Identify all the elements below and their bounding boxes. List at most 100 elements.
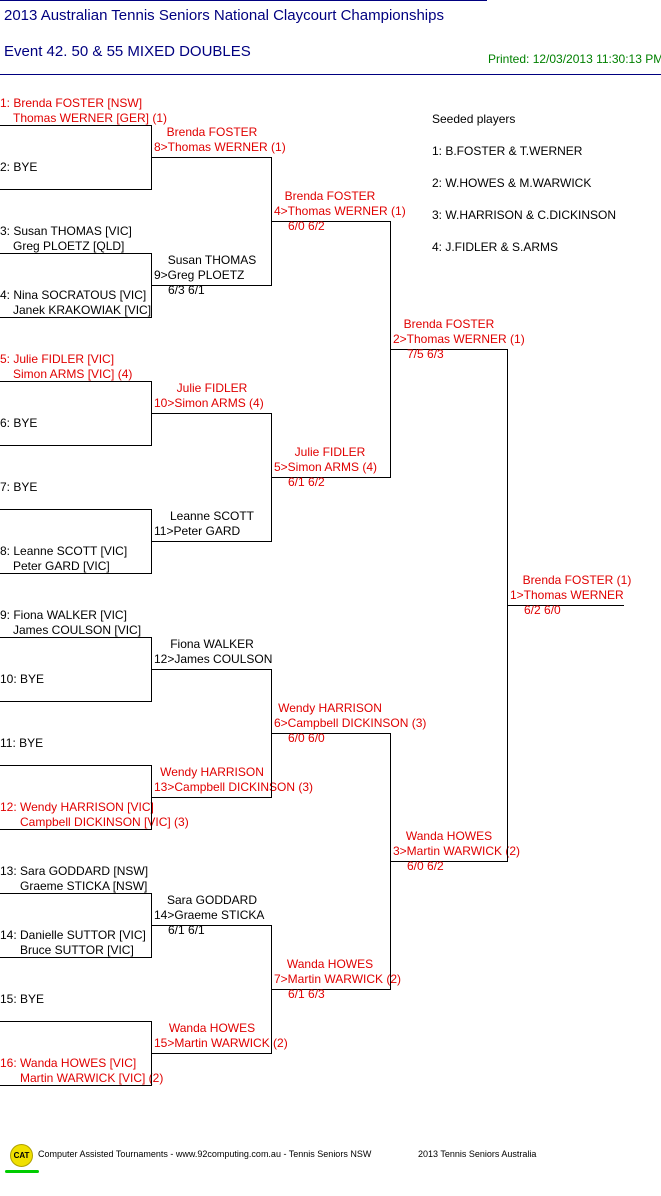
draw-winner-line1: Wendy HARRISON	[278, 701, 382, 715]
draw-line	[0, 765, 152, 766]
draw-winner-line2: 5>Simon ARMS (4)	[274, 460, 378, 474]
draw-score: 6/1 6/1	[168, 923, 205, 937]
draw-score: 6/0 6/2	[288, 219, 325, 233]
draw-entry-line1: 1: Brenda FOSTER [NSW]	[0, 96, 143, 110]
draw-winner-line1: Fiona WALKER	[170, 637, 254, 651]
draw-line	[0, 381, 152, 382]
draw-winner-line2: 7>Martin WARWICK (2)	[274, 972, 402, 986]
draw-entry-line1: 12: Wendy HARRISON [VIC]	[0, 800, 154, 814]
draw-entry-line1: 3: Susan THOMAS [VIC]	[0, 224, 132, 238]
draw-score: 7/5 6/3	[407, 347, 444, 361]
draw-line	[0, 189, 152, 190]
draw-entry-line2: Peter GARD [VIC]	[13, 559, 110, 573]
draw-line	[151, 285, 272, 286]
draw-winner-line1: Brenda FOSTER	[166, 125, 258, 139]
draw-entry-line1: 9: Fiona WALKER [VIC]	[0, 608, 127, 622]
draw-line	[0, 637, 152, 638]
draw-winner-line2: 3>Martin WARWICK (2)	[393, 844, 521, 858]
draw-line	[151, 669, 272, 670]
event-title: Event 42. 50 & 55 MIXED DOUBLES	[4, 43, 251, 60]
draw-winner-line2: 10>Simon ARMS (4)	[154, 396, 264, 410]
logo-underline	[5, 1170, 39, 1173]
draw-winner-line2: 13>Campbell DICKINSON (3)	[154, 780, 314, 794]
draw-champion-line1: Brenda FOSTER (1)	[522, 573, 632, 587]
draw-winner-line2: 8>Thomas WERNER (1)	[154, 140, 286, 154]
seed-item: 4: J.FIDLER & S.ARMS	[432, 240, 559, 254]
draw-winner-line1: Wendy HARRISON	[160, 765, 264, 779]
draw-line	[507, 605, 624, 606]
page-title: 2013 Australian Tennis Seniors National …	[4, 7, 444, 24]
header-top-rule	[0, 0, 487, 1]
draw-line	[0, 253, 152, 254]
draw-entry-line2: Graeme STICKA [NSW]	[20, 879, 148, 893]
footer-credit: Computer Assisted Tournaments - www.92co…	[38, 1149, 372, 1159]
draw-line	[151, 1053, 272, 1054]
printed-timestamp: Printed: 12/03/2013 11:30:13 PM	[488, 52, 661, 66]
draw-entry-line2: Bruce SUTTOR [VIC]	[20, 943, 134, 957]
draw-winner-line1: Leanne SCOTT	[169, 509, 255, 523]
draw-score: 6/1 6/2	[288, 475, 325, 489]
draw-entry-line1: 11: BYE	[0, 736, 44, 750]
draw-winner-line2: 12>James COULSON	[154, 652, 273, 666]
draw-entry-line2: Thomas WERNER [GER] (1)	[13, 111, 168, 125]
cat-logo: CAT	[10, 1144, 33, 1167]
draw-line	[0, 573, 152, 574]
draw-line	[151, 925, 272, 926]
draw-entry-line1: 15: BYE	[0, 992, 45, 1006]
draw-champion-line2: 1>Thomas WERNER	[510, 588, 624, 602]
draw-line	[0, 957, 152, 958]
draw-winner-line1: Sara GODDARD	[166, 893, 258, 907]
draw-winner-line2: 9>Greg PLOETZ	[154, 268, 245, 282]
draw-winner-line1: Wanda HOWES	[405, 829, 493, 843]
draw-line	[0, 1085, 152, 1086]
seed-item: 3: W.HARRISON & C.DICKINSON	[432, 208, 617, 222]
draw-score: 6/0 6/2	[407, 859, 444, 873]
draw-line	[271, 989, 391, 990]
draw-line	[0, 445, 152, 446]
draw-winner-line1: Brenda FOSTER	[403, 317, 495, 331]
draw-entry-line1: 14: Danielle SUTTOR [VIC]	[0, 928, 146, 942]
draw-line	[0, 317, 152, 318]
draw-line	[0, 701, 152, 702]
draw-entry-line2: Janek KRAKOWIAK [VIC]	[13, 303, 152, 317]
draw-score: 6/0 6/0	[288, 731, 325, 745]
draw-entry-line2: Simon ARMS [VIC] (4)	[13, 367, 133, 381]
header-rule	[0, 74, 661, 75]
draw-winner-line2: 2>Thomas WERNER (1)	[393, 332, 525, 346]
draw-line	[0, 125, 152, 126]
draw-entry-line1: 16: Wanda HOWES [VIC]	[0, 1056, 137, 1070]
draw-line	[0, 1021, 152, 1022]
draw-entry-line1: 6: BYE	[0, 416, 38, 430]
draw-score: 6/1 6/3	[288, 987, 325, 1001]
draw-line	[151, 797, 272, 798]
seeds-heading: Seeded players	[432, 112, 516, 126]
draw-line	[271, 477, 391, 478]
draw-line	[0, 829, 152, 830]
draw-winner-line1: Julie FIDLER	[176, 381, 248, 395]
draw-entry-line1: 2: BYE	[0, 160, 38, 174]
draw-final-score: 6/2 6/0	[524, 603, 561, 617]
draw-line	[151, 541, 272, 542]
draw-winner-line1: Wanda HOWES	[286, 957, 374, 971]
draw-winner-line2: 4>Thomas WERNER (1)	[274, 204, 406, 218]
draw-entry-line1: 5: Julie FIDLER [VIC]	[0, 352, 115, 366]
draw-line	[271, 733, 391, 734]
draw-winner-line1: Julie FIDLER	[294, 445, 366, 459]
draw-winner-line2: 15>Martin WARWICK (2)	[154, 1036, 288, 1050]
draw-entry-line2: James COULSON [VIC]	[13, 623, 142, 637]
draw-score: 6/3 6/1	[168, 283, 205, 297]
draw-line	[271, 221, 391, 222]
draw-winner-line1: Wanda HOWES	[168, 1021, 256, 1035]
draw-entry-line2: Campbell DICKINSON [VIC] (3)	[20, 815, 189, 829]
footer-copyright: 2013 Tennis Seniors Australia	[418, 1149, 537, 1159]
draw-line	[151, 413, 272, 414]
draw-winner-line1: Susan THOMAS	[167, 253, 257, 267]
draw-line	[0, 893, 152, 894]
draw-winner-line2: 14>Graeme STICKA	[154, 908, 265, 922]
draw-winner-line1: Brenda FOSTER	[284, 189, 376, 203]
draw-entry-line1: 10: BYE	[0, 672, 45, 686]
draw-winner-line2: 11>Peter GARD	[154, 524, 241, 538]
draw-entry-line1: 13: Sara GODDARD [NSW]	[0, 864, 149, 878]
seed-item: 2: W.HOWES & M.WARWICK	[432, 176, 592, 190]
draw-winner-line2: 6>Campbell DICKINSON (3)	[274, 716, 427, 730]
